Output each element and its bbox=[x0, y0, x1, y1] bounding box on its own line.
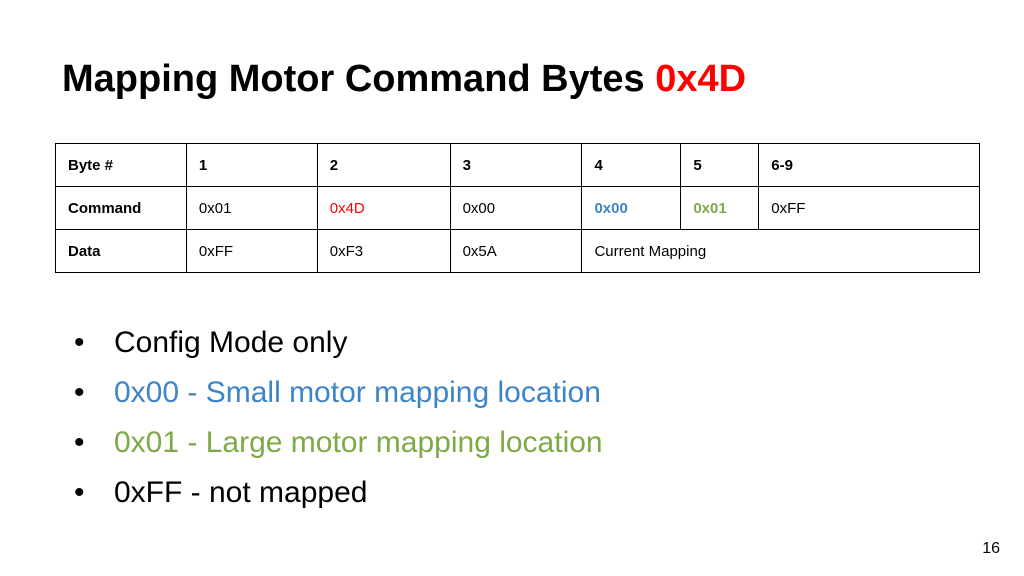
bullet-text: 0xFF - not mapped bbox=[114, 476, 368, 509]
table-cell: 6-9 bbox=[758, 143, 980, 187]
page-number: 16 bbox=[982, 540, 1000, 557]
command-byte-table: Byte # 1 2 3 4 5 6-9 Command 0x01 0x4D 0… bbox=[55, 143, 980, 273]
table-row-command: Command 0x01 0x4D 0x00 0x00 0x01 0xFF bbox=[55, 186, 980, 230]
table-cell: 0x01 bbox=[185, 186, 318, 230]
bullet-list: • Config Mode only • 0x00 - Small motor … bbox=[70, 318, 603, 518]
table-cell: 3 bbox=[449, 143, 583, 187]
table-cell: Byte # bbox=[55, 143, 187, 187]
bullet-icon: • bbox=[74, 376, 85, 409]
slide-title-accent: 0x4D bbox=[655, 58, 747, 100]
table-cell: 0x00 bbox=[581, 186, 682, 230]
bullet-icon: • bbox=[74, 426, 85, 459]
bullet-text: 0x01 - Large motor mapping location bbox=[114, 426, 603, 459]
bullet-text: Config Mode only bbox=[114, 326, 348, 359]
table-cell: 0xF3 bbox=[316, 229, 451, 273]
bullet-text: 0x00 - Small motor mapping location bbox=[114, 376, 601, 409]
slide-title: Mapping Motor Command Bytes 0x4D bbox=[62, 58, 746, 102]
table-cell: 5 bbox=[680, 143, 760, 187]
table-cell: Data bbox=[55, 229, 187, 273]
table-cell: 0x4D bbox=[316, 186, 451, 230]
table-cell: 0x5A bbox=[449, 229, 583, 273]
list-item: • 0xFF - not mapped bbox=[70, 468, 603, 518]
table-cell: Current Mapping bbox=[581, 229, 980, 273]
table-row-data: Data 0xFF 0xF3 0x5A Current Mapping bbox=[55, 229, 980, 273]
slide-title-main: Mapping Motor Command Bytes bbox=[62, 58, 656, 100]
table-cell: 2 bbox=[316, 143, 451, 187]
table-cell: 0x00 bbox=[449, 186, 583, 230]
table-cell: Command bbox=[55, 186, 187, 230]
table-cell: 1 bbox=[185, 143, 318, 187]
bullet-icon: • bbox=[74, 326, 85, 359]
list-item: • Config Mode only bbox=[70, 318, 603, 368]
table-cell: 0xFF bbox=[185, 229, 318, 273]
table-cell: 0x01 bbox=[680, 186, 760, 230]
table-row-byte-index: Byte # 1 2 3 4 5 6-9 bbox=[55, 143, 980, 187]
table-cell: 0xFF bbox=[758, 186, 980, 230]
list-item: • 0x01 - Large motor mapping location bbox=[70, 418, 603, 468]
list-item: • 0x00 - Small motor mapping location bbox=[70, 368, 603, 418]
table-cell: 4 bbox=[581, 143, 682, 187]
bullet-icon: • bbox=[74, 476, 85, 509]
